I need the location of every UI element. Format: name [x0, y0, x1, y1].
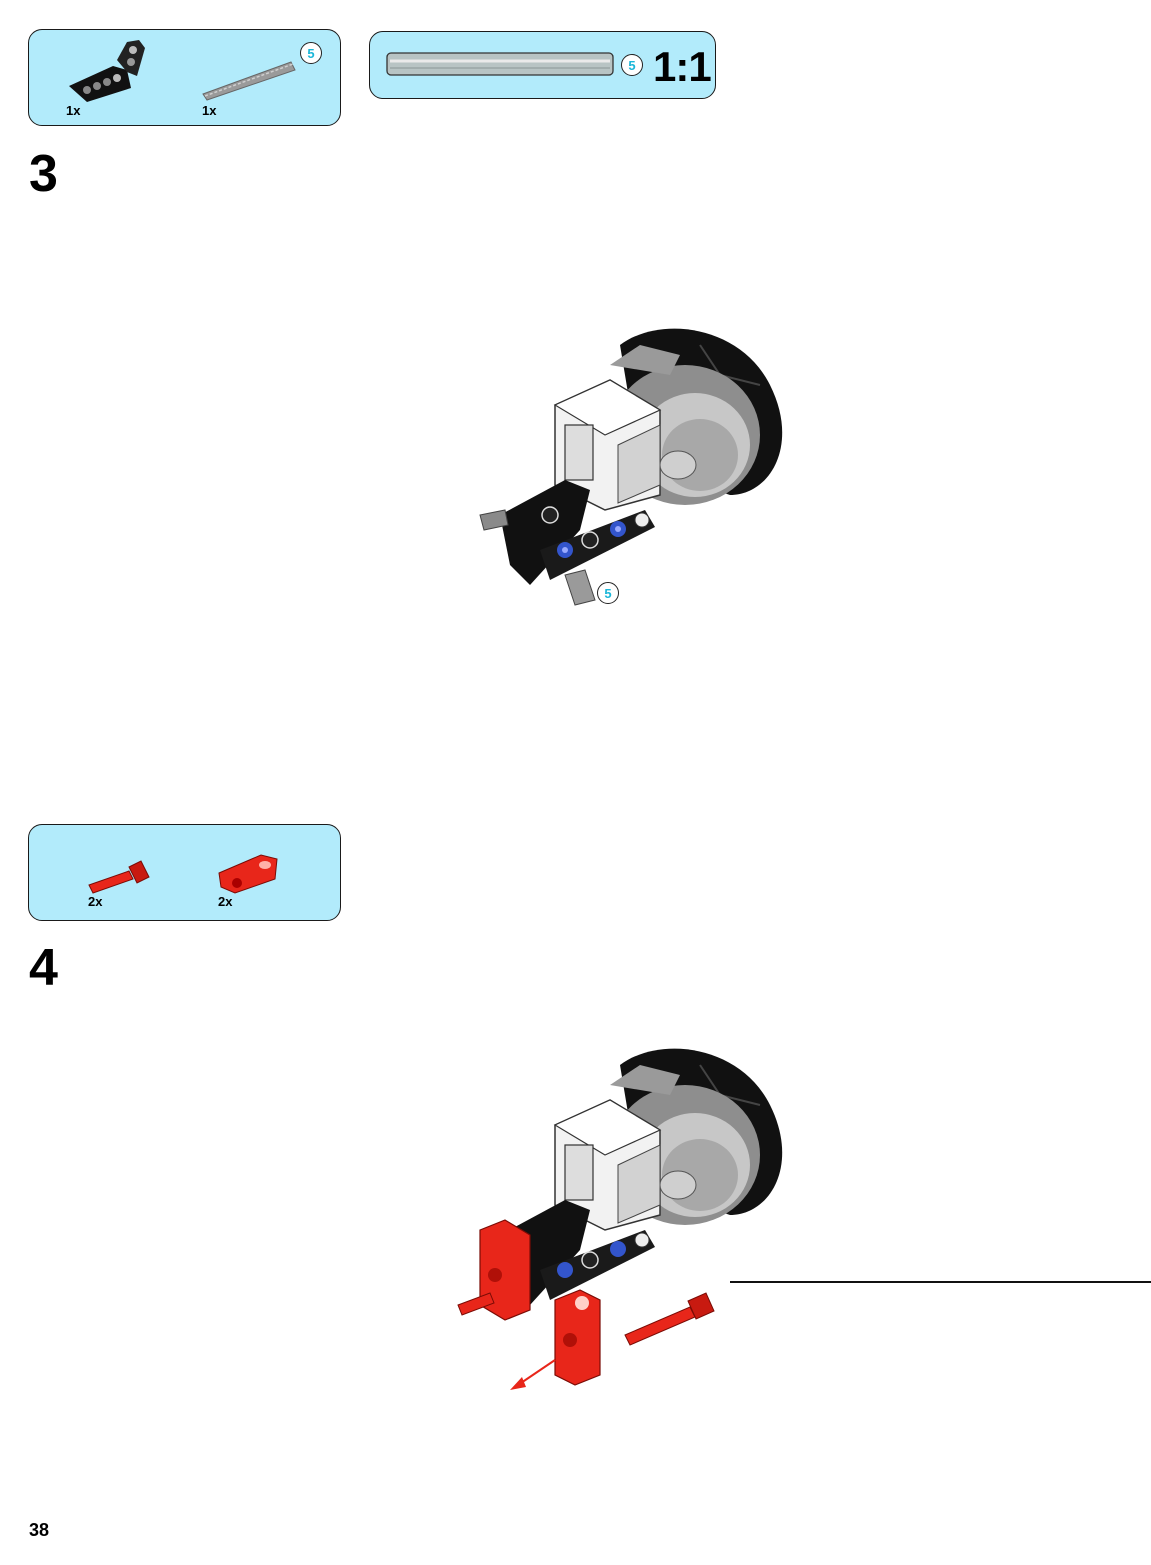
page-number: 38	[29, 1520, 50, 1540]
scale-callout: 5 1:1	[369, 31, 716, 99]
part-quantity: 2x	[88, 894, 103, 909]
axle-5-grey-icon	[202, 61, 296, 101]
angled-beam-black-icon	[69, 40, 145, 102]
length-badge: 5	[300, 42, 322, 64]
length-badge: 5	[597, 582, 619, 604]
part-quantity: 2x	[218, 894, 233, 909]
scale-label: 1:1	[653, 43, 712, 90]
length-badge: 5	[621, 54, 643, 76]
red-axle-pin-icon	[88, 860, 150, 894]
step3-parts-callout: 1x 5 1x	[28, 29, 341, 126]
step3-model-illustration	[479, 328, 783, 606]
black-beam	[500, 480, 590, 585]
part-quantity: 1x	[202, 103, 217, 118]
axle-5	[564, 569, 596, 606]
insertion-arrow	[517, 1359, 556, 1386]
step4-model-illustration	[457, 1048, 783, 1390]
step-number: 4	[29, 939, 58, 997]
divider-line	[730, 1281, 1151, 1283]
axle-scale-icon	[386, 52, 614, 76]
step4-parts-callout: 2x 2x	[28, 824, 341, 921]
red-connector-block-icon	[218, 854, 278, 894]
red-connector-block	[554, 1289, 601, 1386]
red-axle-pin	[624, 1306, 696, 1346]
part-quantity: 1x	[66, 103, 81, 118]
step-number: 3	[29, 145, 58, 203]
